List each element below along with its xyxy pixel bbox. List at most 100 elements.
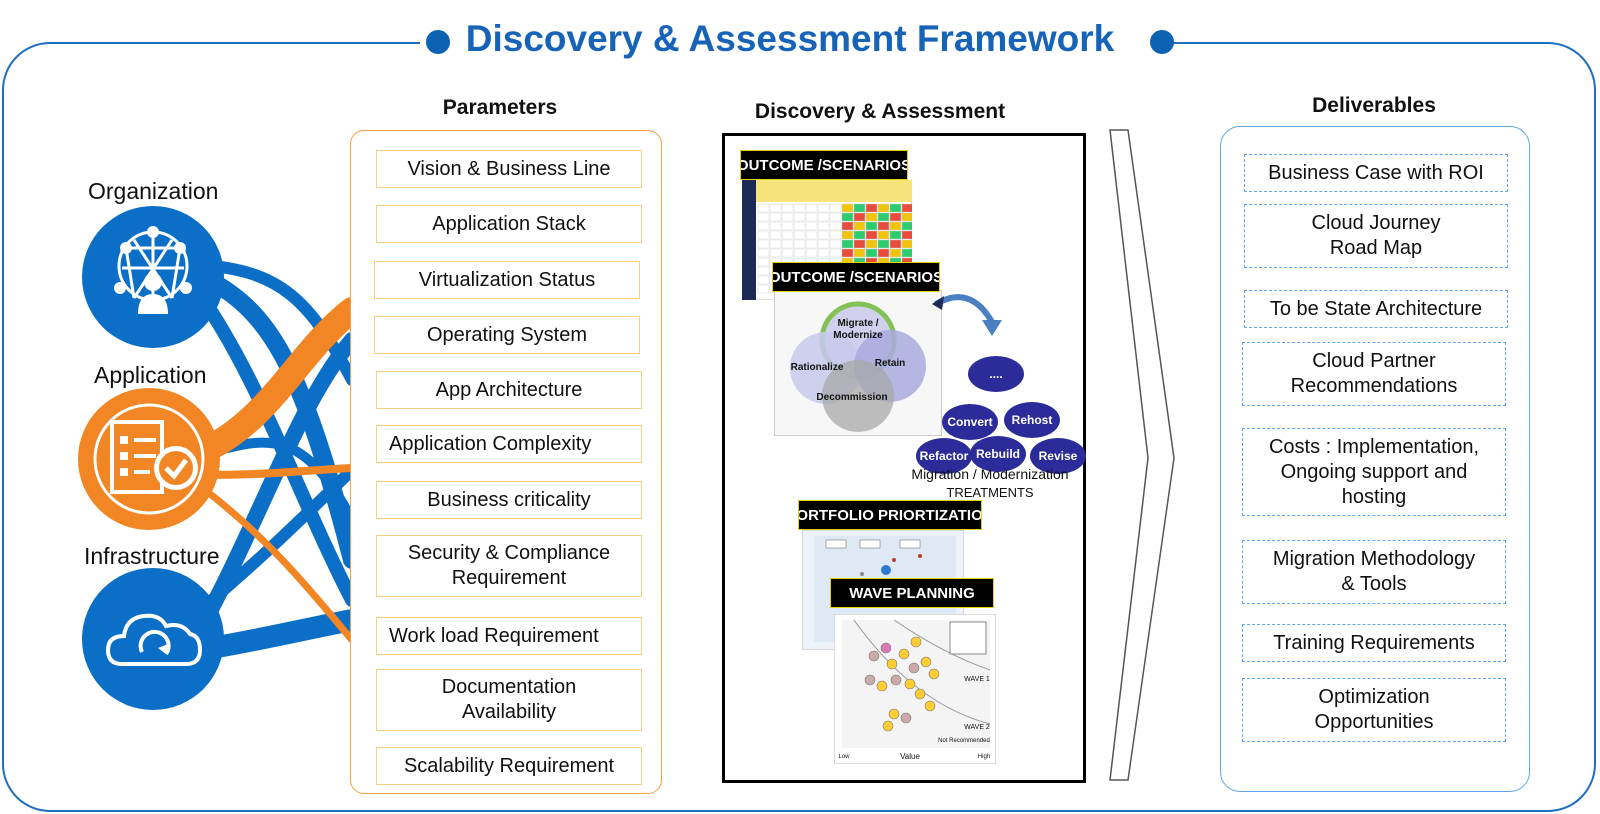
sheet-cell bbox=[877, 203, 890, 213]
title-background bbox=[420, 14, 1156, 72]
category-organization-label: Organization bbox=[88, 178, 219, 204]
sheet-cell bbox=[841, 221, 854, 231]
sheet-cell bbox=[889, 248, 902, 258]
treatment-bubble: Rehost bbox=[1004, 402, 1060, 438]
sheet-cell bbox=[769, 221, 782, 231]
sheet-cell bbox=[865, 221, 878, 231]
sheet-cell bbox=[901, 230, 912, 240]
sheet-cell bbox=[757, 230, 770, 240]
sheet-cell bbox=[793, 248, 806, 258]
deliverable-item: Migration Methodology & Tools bbox=[1242, 540, 1506, 604]
wave-dot bbox=[914, 688, 926, 700]
wave-chart-not-recommended: Not Recommended bbox=[938, 738, 990, 744]
cloud-sync-icon bbox=[82, 568, 224, 710]
treatment-bubble: Revise bbox=[1030, 438, 1086, 474]
portfolio-prioritization-label: PORTFOLIO PRIORTIZATION bbox=[798, 500, 982, 530]
wave-dot bbox=[882, 720, 894, 732]
parameter-item: Operating System bbox=[374, 316, 640, 354]
discovery-heading: Discovery & Assessment bbox=[754, 100, 1006, 123]
sheet-cell bbox=[901, 221, 912, 231]
sheet-cell bbox=[793, 203, 806, 213]
category-infrastructure-label: Infrastructure bbox=[84, 543, 220, 569]
sheet-cell bbox=[817, 203, 830, 213]
sheet-cell bbox=[829, 221, 842, 231]
deliverable-item: Business Case with ROI bbox=[1244, 154, 1508, 192]
deliverable-item: Optimization Opportunities bbox=[1242, 678, 1506, 742]
sheet-cell bbox=[817, 248, 830, 258]
sheet-cell bbox=[757, 284, 770, 294]
venn-retain-label: Retain bbox=[874, 358, 906, 369]
sheet-cell bbox=[805, 221, 818, 231]
parameter-item: App Architecture bbox=[376, 371, 642, 409]
sheet-cell bbox=[901, 212, 912, 222]
sheet-cell bbox=[853, 248, 866, 258]
wave-dot bbox=[900, 712, 912, 724]
wave-dot bbox=[890, 674, 902, 686]
title-right-dot bbox=[1150, 30, 1174, 54]
sheet-cell bbox=[757, 257, 770, 267]
sheet-cell bbox=[877, 239, 890, 249]
outcome-scenarios-label-2: OUTCOME /SCENARIOS bbox=[772, 262, 940, 292]
sheet-cell bbox=[769, 248, 782, 258]
parameter-item: Application Complexity bbox=[376, 425, 642, 463]
sheet-cell bbox=[901, 203, 912, 213]
sheet-cell bbox=[769, 203, 782, 213]
wave-chart-wave1: WAVE 1 bbox=[964, 676, 990, 683]
treatment-bubble: Rebuild bbox=[970, 436, 1026, 472]
treatments-caption-line1: Migration / Modernization bbox=[911, 466, 1069, 482]
sheet-cell bbox=[805, 203, 818, 213]
sheet-cell bbox=[889, 212, 902, 222]
sheet-cell bbox=[817, 221, 830, 231]
sheet-cell bbox=[877, 248, 890, 258]
sheet-cell bbox=[841, 239, 854, 249]
venn-decommission-label: Decommission bbox=[816, 392, 888, 403]
sheet-cell bbox=[829, 203, 842, 213]
venn-diagram bbox=[790, 301, 926, 432]
sheet-cell bbox=[841, 203, 854, 213]
deliverable-item: Training Requirements bbox=[1242, 624, 1506, 662]
wave-dot bbox=[886, 658, 898, 670]
sheet-cell bbox=[865, 230, 878, 240]
sheet-cell bbox=[817, 212, 830, 222]
wave-chart-high: High bbox=[977, 754, 991, 760]
wave-dot bbox=[864, 674, 876, 686]
sheet-cell bbox=[841, 248, 854, 258]
wave-planning-label: WAVE PLANNING bbox=[830, 578, 994, 608]
curved-arrow-icon bbox=[932, 294, 1002, 336]
sheet-cell bbox=[853, 203, 866, 213]
sheet-cell bbox=[889, 230, 902, 240]
sheet-cell bbox=[757, 266, 770, 276]
sheet-cell bbox=[757, 239, 770, 249]
title-left-dot bbox=[426, 30, 450, 54]
sheet-cell bbox=[793, 239, 806, 249]
sheet-cell bbox=[757, 248, 770, 258]
wave-dot bbox=[908, 662, 920, 674]
sheet-cell bbox=[853, 221, 866, 231]
deliverable-item: Costs : Implementation, Ongoing support … bbox=[1242, 428, 1506, 516]
sheet-cell bbox=[865, 239, 878, 249]
sheet-cell bbox=[853, 230, 866, 240]
sheet-cell bbox=[817, 230, 830, 240]
sheet-cell bbox=[781, 248, 794, 258]
sheet-cell bbox=[853, 212, 866, 222]
sheet-cell bbox=[781, 221, 794, 231]
flow-bands bbox=[189, 259, 360, 661]
parameter-item: Application Stack bbox=[376, 205, 642, 243]
wave-dot bbox=[880, 642, 892, 654]
sheet-cell bbox=[793, 212, 806, 222]
sheet-cell bbox=[889, 203, 902, 213]
sheet-cell bbox=[769, 230, 782, 240]
sheet-cell bbox=[769, 212, 782, 222]
parameter-item: Vision & Business Line bbox=[376, 150, 642, 188]
deliverable-item: Cloud Partner Recommendations bbox=[1242, 342, 1506, 406]
treatments-caption-line2: TREATMENTS bbox=[946, 485, 1034, 500]
wave-dot bbox=[876, 680, 888, 692]
venn-rationalize-label: Rationalize bbox=[790, 362, 844, 373]
sheet-cell bbox=[901, 239, 912, 249]
sheet-cell bbox=[781, 203, 794, 213]
sheet-cell bbox=[757, 203, 770, 213]
treatment-bubble: Refactor bbox=[916, 438, 972, 474]
parameter-item: Documentation Availability bbox=[376, 669, 642, 731]
sheet-cell bbox=[865, 203, 878, 213]
network-user-icon bbox=[82, 206, 224, 348]
